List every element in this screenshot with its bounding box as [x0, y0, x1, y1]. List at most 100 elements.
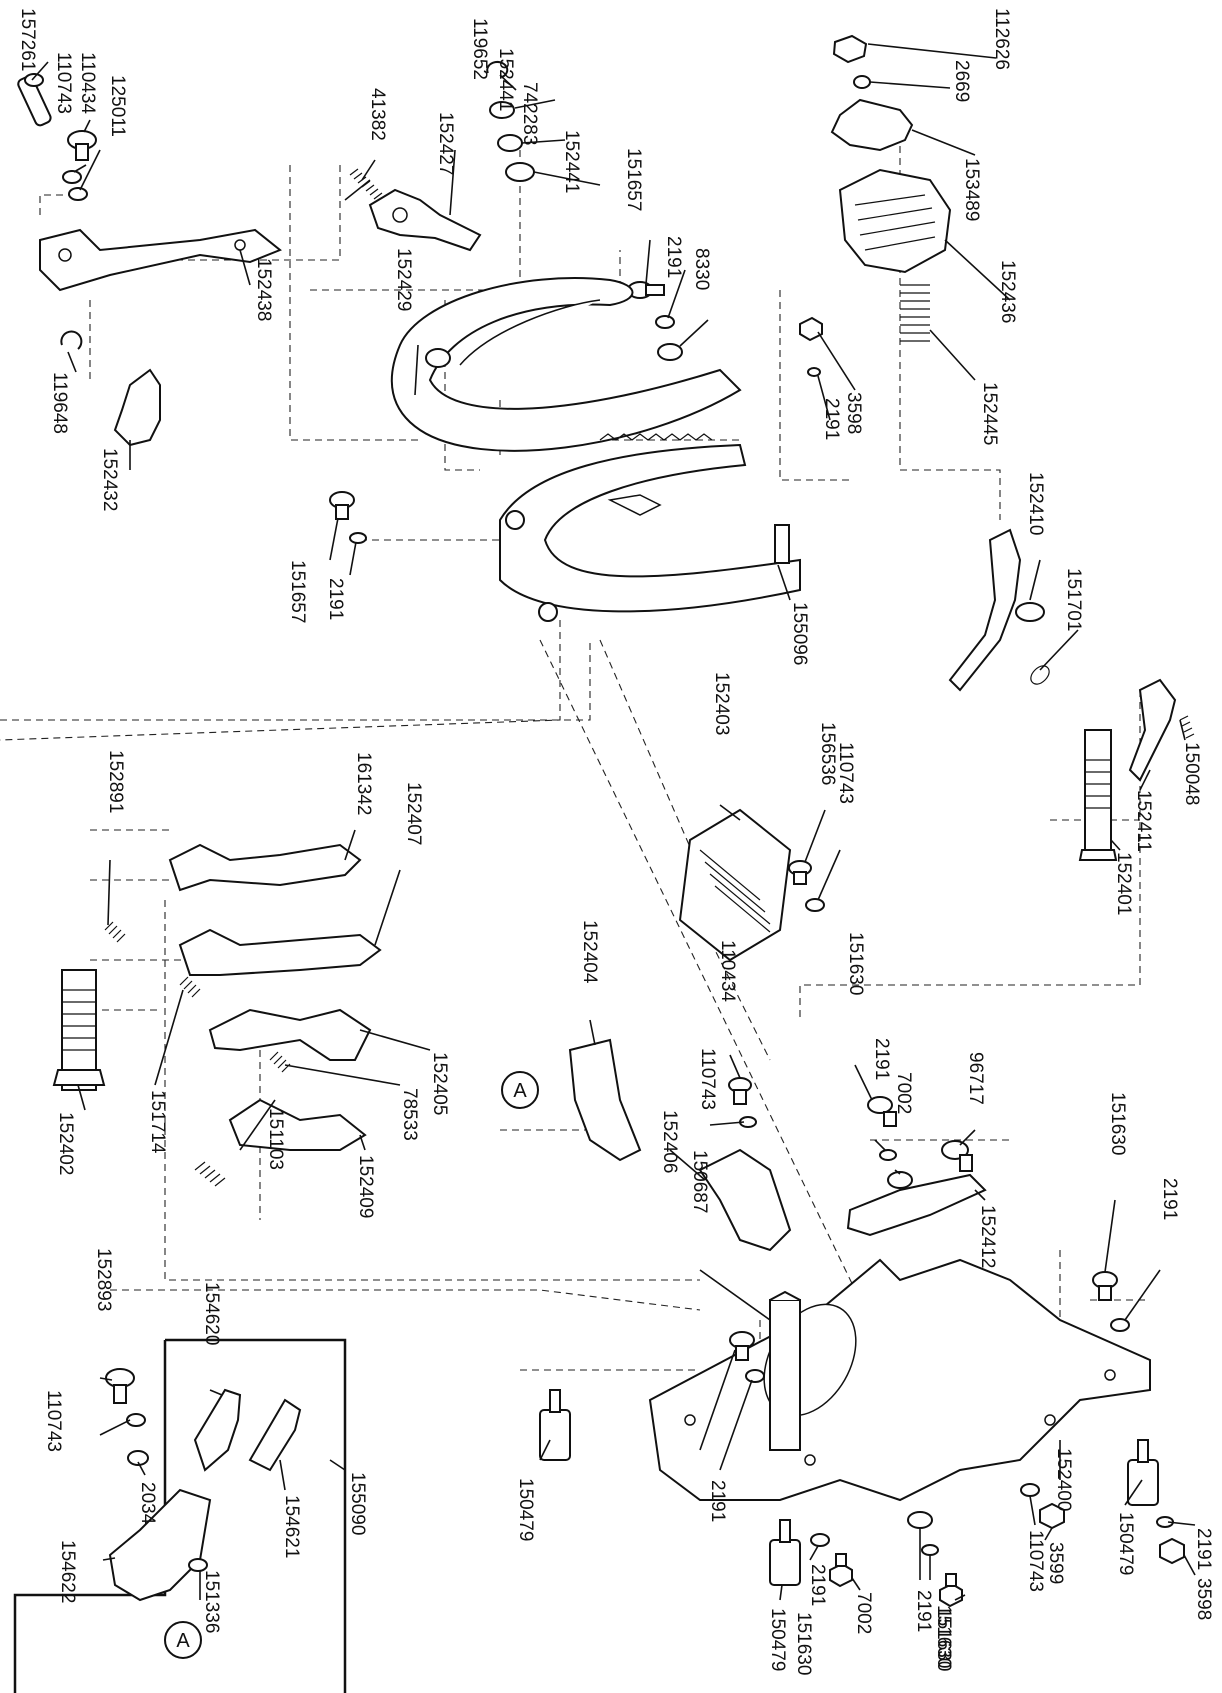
lever-152427: [368, 188, 482, 252]
clip-119648: [60, 330, 83, 350]
part-number-label: 152400: [1053, 1448, 1074, 1511]
bracket-152406: [698, 1148, 792, 1252]
plate-153489: [830, 98, 914, 152]
spring-151103: [194, 1161, 226, 1187]
nut-3599: [1039, 1502, 1065, 1530]
part-number-label: 2191: [807, 1564, 828, 1606]
washer-110743: [62, 170, 82, 184]
part-number-label: 152409: [355, 1155, 376, 1218]
washer-2191-mid-right: [879, 1149, 897, 1161]
part-number-label: 2191: [871, 1038, 892, 1080]
part-number-label: 151336: [201, 1570, 222, 1633]
spring-152445: [900, 284, 930, 342]
part-number-label: 152427: [435, 112, 456, 175]
pawl-154620: [193, 1388, 242, 1472]
pin-157261: [17, 73, 52, 127]
part-number-label: 110743: [835, 742, 856, 804]
part-number-label: 151630: [1107, 1092, 1128, 1155]
nut-3598-top: [799, 316, 823, 342]
washer-110743-mid: [805, 898, 825, 912]
washer-7002: [887, 1171, 913, 1189]
screw-151657-left: [329, 491, 355, 520]
part-number-label: 152893: [93, 1248, 114, 1311]
washer-125011: [68, 187, 88, 201]
part-number-label: 150687: [689, 1150, 710, 1213]
part-number-label: 2191: [821, 398, 842, 440]
standoff-150479-right: [1127, 1439, 1159, 1506]
part-number-label: 150479: [767, 1608, 788, 1671]
part-number-label: 152432: [99, 448, 120, 511]
washer-2191-b1: [810, 1533, 830, 1547]
part-number-label: 155090: [347, 1472, 368, 1535]
part-number-label: 2191: [913, 1590, 934, 1632]
part-number-label: 2191: [1159, 1178, 1180, 1220]
screw-151630-plate: [729, 1331, 755, 1361]
part-number-label: 152410: [1025, 472, 1046, 535]
svg-text:A: A: [513, 1080, 527, 1102]
bracket-152404: [568, 1038, 642, 1162]
spring-41382: [344, 168, 383, 201]
lever-152410: [948, 528, 1022, 692]
lever-152411: [1128, 678, 1177, 782]
part-number-label: 96717: [965, 1052, 986, 1105]
part-number-label: 154620: [201, 1282, 222, 1345]
washer-2669: [853, 75, 871, 89]
part-number-label: 742283: [519, 82, 540, 145]
nut-3598-bottom: [1159, 1537, 1185, 1565]
part-number-label: 152402: [55, 1112, 76, 1175]
washer-152441-b: [505, 162, 535, 182]
part-number-label: 2191: [325, 578, 346, 620]
part-number-label: 110434: [717, 940, 738, 1002]
part-number-label: 151701: [1063, 568, 1084, 631]
screw-151657-top: [627, 281, 665, 299]
part-number-label: 78533: [399, 1088, 420, 1141]
part-number-label: 152407: [403, 782, 424, 845]
part-number-label: 2191: [663, 236, 684, 278]
reference-marker-a-inset: A: [164, 1621, 202, 1659]
screw-110434-mid: [728, 1077, 752, 1105]
knob-152436: [838, 168, 952, 274]
standoff-150479-bottom: [769, 1519, 801, 1586]
part-number-label: 2034: [137, 1482, 158, 1525]
lever-152407: [178, 928, 382, 976]
part-number-label: 157261: [17, 8, 38, 71]
lever-152412: [846, 1173, 987, 1237]
part-number-label: 152406: [659, 1110, 680, 1173]
screw-110434: [67, 130, 97, 161]
washer-2034: [127, 1450, 149, 1466]
part-number-label: 152403: [711, 672, 732, 735]
clip-119652: [486, 60, 509, 78]
part-number-label: 7002: [853, 1592, 874, 1634]
part-number-label: 151630: [845, 932, 866, 995]
part-number-label: 151630: [793, 1612, 814, 1675]
part-number-label: 125011: [107, 75, 128, 137]
part-number-label: 110743: [43, 1390, 64, 1452]
svg-text:A: A: [176, 1630, 190, 1652]
part-number-label: 151657: [287, 560, 308, 623]
part-number-label: 152429: [393, 248, 414, 311]
block-152403: [678, 808, 792, 962]
washer-2191-mid: [807, 367, 821, 377]
part-number-label: 152411: [1133, 790, 1154, 852]
lever-152409: [228, 1098, 367, 1151]
part-number-label: 119648: [49, 372, 70, 434]
part-number-label: 8330: [691, 248, 712, 290]
lever-152438: [39, 228, 282, 292]
part-number-label: 152412: [977, 1205, 998, 1268]
washer-8330: [657, 343, 683, 361]
part-number-label: 153489: [961, 158, 982, 221]
part-number-label: 152404: [579, 920, 600, 984]
part-number-label: 150048: [1181, 742, 1202, 805]
part-number-label: 2191: [707, 1480, 728, 1522]
pawl-154621: [248, 1398, 302, 1472]
parts-drawings: A: [17, 34, 1195, 1608]
part-number-label: 112626: [991, 8, 1012, 70]
part-number-label: 3598: [1193, 1578, 1214, 1620]
spring-151701: [1030, 665, 1050, 685]
part-number-label: 3599: [1045, 1542, 1066, 1584]
bracket-152432: [113, 368, 161, 447]
washer-110743-inset: [126, 1413, 146, 1427]
part-number-label: 152891: [105, 750, 126, 813]
nut-112626: [832, 34, 868, 64]
part-number-label: 151630: [933, 1608, 954, 1671]
